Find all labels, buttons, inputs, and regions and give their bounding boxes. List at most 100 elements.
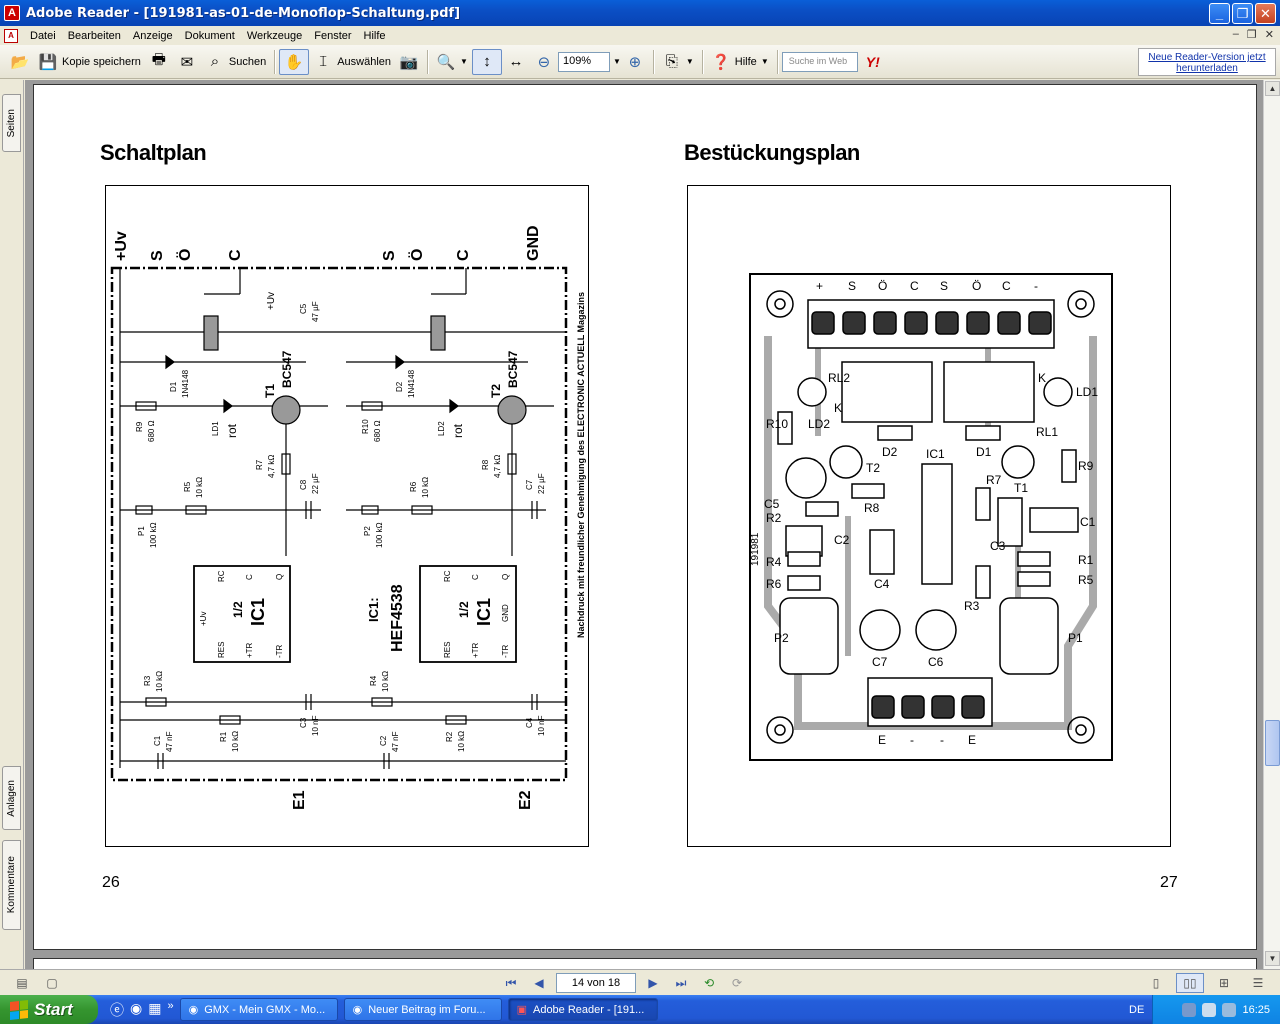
folder-open-icon: 📂	[10, 53, 30, 71]
facing-pages-icon[interactable]: ▯▯	[1176, 973, 1204, 993]
pin-res-1: RES	[217, 642, 226, 658]
tray-volume-icon[interactable]	[1202, 1002, 1217, 1017]
zoom-in-button[interactable]: ⊕	[621, 49, 649, 75]
search-web-input[interactable]: Suche im Web	[781, 51, 858, 72]
tab-seiten[interactable]: Seiten	[2, 94, 21, 152]
status-bar: ▤ ▢ ⏮ ◀ 14 von 18 ▶ ⏭ ⟲ ⟳ ▯ ▯▯ ⊞ ☰	[0, 969, 1280, 995]
right-page-heading: Bestückungsplan	[684, 140, 860, 165]
document-view[interactable]: Schaltplan Bestückungsplan	[25, 80, 1263, 969]
tab-anlagen[interactable]: Anlagen	[2, 766, 21, 830]
last-page-icon[interactable]: ⏭	[675, 975, 687, 990]
menu-datei[interactable]: Datei	[30, 29, 56, 42]
label-c2: C	[455, 249, 472, 261]
quicklaunch-firefox-icon[interactable]: ◉	[130, 999, 143, 1016]
tray-network-icon[interactable]	[1182, 1002, 1197, 1017]
start-button[interactable]: Start	[0, 995, 98, 1024]
menu-anzeige[interactable]: Anzeige	[132, 29, 173, 42]
firefox-icon: ◉	[188, 1004, 199, 1016]
scroll-down-icon[interactable]: ▼	[1265, 951, 1280, 966]
pcb-label-ld1: LD1	[1076, 385, 1098, 399]
pcb-label-t2: T2	[866, 461, 880, 475]
help-button[interactable]: ❓ Hilfe ▼	[707, 49, 773, 75]
previous-page-icon[interactable]: ◀	[534, 976, 544, 990]
label-100k-1: 100 kΩ	[149, 522, 158, 548]
snapshot-button[interactable]: 📷	[395, 49, 423, 75]
doc-restore-icon[interactable]: ❐	[1246, 29, 1257, 41]
fit-page-button[interactable]: ↕	[471, 48, 502, 75]
close-button[interactable]: ✕	[1255, 3, 1276, 24]
pcb-terminal-minus: -	[1034, 279, 1038, 293]
restore-button[interactable]: ❐	[1232, 3, 1253, 24]
menu-dokument[interactable]: Dokument	[184, 29, 235, 42]
document-icon[interactable]: A	[4, 28, 18, 43]
tab-seiten-label: Seiten	[6, 108, 17, 138]
label-o1: Ö	[175, 249, 194, 261]
firefox-icon: ◉	[352, 1004, 363, 1016]
continuous-icon[interactable]: ☰	[1252, 976, 1264, 990]
pcb-terminal-s2: S	[940, 279, 948, 293]
pcb-label-r5: R5	[1078, 573, 1094, 587]
select-tool-button[interactable]: 𝙸 Auswählen	[309, 49, 395, 75]
menu-fenster[interactable]: Fenster	[314, 29, 352, 42]
update-reader-link[interactable]: Neue Reader-Version jetzt herunterladen	[1138, 48, 1276, 76]
zoom-dropdown-icon[interactable]: ▼	[612, 57, 621, 66]
label-ld2: LD2	[437, 421, 446, 436]
label-c5: C5	[299, 303, 308, 314]
page-thumb-icon[interactable]: ▢	[46, 976, 58, 990]
quicklaunch-ie-icon[interactable]: ⓔ	[110, 1001, 124, 1018]
scroll-up-icon[interactable]: ▲	[1265, 81, 1280, 96]
pcb-terminal-s1: S	[848, 279, 856, 293]
vertical-scrollbar[interactable]: ▲ ▼	[1263, 80, 1280, 969]
quicklaunch-more-icon[interactable]: »	[167, 999, 174, 1012]
task-gmx[interactable]: ◉ GMX - Mein GMX - Mo...	[179, 998, 338, 1021]
continuous-facing-icon[interactable]: ⊞	[1218, 976, 1230, 990]
tray-monitor-icon[interactable]	[1222, 1002, 1237, 1017]
menu-bearbeiten[interactable]: Bearbeiten	[67, 29, 121, 42]
zoom-input[interactable]: 109%	[557, 51, 610, 72]
quicklaunch-excel-icon[interactable]: ▦	[148, 999, 162, 1016]
minimize-button[interactable]: _	[1209, 3, 1230, 24]
menu-werkzeuge[interactable]: Werkzeuge	[246, 29, 303, 42]
zoom-tool-button[interactable]: 🔍 ▼	[432, 49, 472, 75]
hand-tool-button[interactable]: ✋	[279, 48, 310, 75]
single-page-icon[interactable]: ▯	[1152, 976, 1160, 990]
go-forward-icon[interactable]: ⟳	[731, 976, 743, 990]
nav-panel-toggle-icon[interactable]: ▤	[16, 976, 28, 990]
pin-uv-1: +Uv	[199, 612, 208, 626]
task-forum[interactable]: ◉ Neuer Beitrag im Foru...	[343, 998, 502, 1021]
next-page-icon[interactable]: ▶	[648, 976, 658, 990]
page-number-input[interactable]: 14 von 18	[556, 973, 636, 993]
label-c3: C3	[299, 717, 308, 728]
menu-hilfe[interactable]: Hilfe	[363, 29, 386, 42]
language-indicator[interactable]: DE	[1129, 1003, 1145, 1016]
start-label: Start	[34, 999, 73, 1019]
go-back-icon[interactable]: ⟲	[703, 976, 715, 990]
save-copy-label: Kopie speichern	[62, 55, 141, 68]
open-button[interactable]: 📂	[6, 49, 34, 75]
doc-close-icon[interactable]: ✕	[1264, 29, 1274, 41]
doc-minimize-icon[interactable]: –	[1232, 28, 1239, 40]
pcb-label-r2: R2	[766, 511, 782, 525]
pcb-label-p2: P2	[774, 631, 789, 645]
adobe-reader-task-icon: ▣	[516, 1004, 527, 1016]
search-button[interactable]: ⌕ Suchen	[201, 49, 270, 75]
schematic-figure: +Uv S Ö C S Ö C GND E1 E2 T1 BC547 T2 BC…	[105, 185, 589, 847]
fit-width-button[interactable]: ↔	[502, 49, 530, 75]
zoom-out-button[interactable]: ⊖	[530, 49, 558, 75]
rotate-button[interactable]: ⎘ ▼	[658, 49, 698, 75]
email-button[interactable]: ✉	[173, 49, 201, 75]
task-adobe-label: Adobe Reader - [191...	[532, 1003, 645, 1016]
label-r1: R1	[219, 731, 228, 742]
save-copy-button[interactable]: 💾 Kopie speichern	[34, 49, 145, 75]
first-page-icon[interactable]: ⏮	[505, 975, 517, 990]
scrollbar-thumb[interactable]	[1265, 720, 1280, 766]
yahoo-logo-icon[interactable]: Y!	[865, 53, 880, 70]
task-adobe-reader[interactable]: ▣ Adobe Reader - [191...	[507, 998, 658, 1021]
binoculars-icon: ⌕	[210, 53, 220, 70]
pdf-page: Schaltplan Bestückungsplan	[33, 84, 1257, 950]
tab-kommentare[interactable]: Kommentare	[2, 840, 21, 930]
clock[interactable]: 16:25	[1242, 1003, 1270, 1016]
pin-q-1: Q	[275, 574, 284, 580]
print-button[interactable]: 🖶	[145, 49, 173, 75]
toolbar-separator	[776, 49, 778, 74]
